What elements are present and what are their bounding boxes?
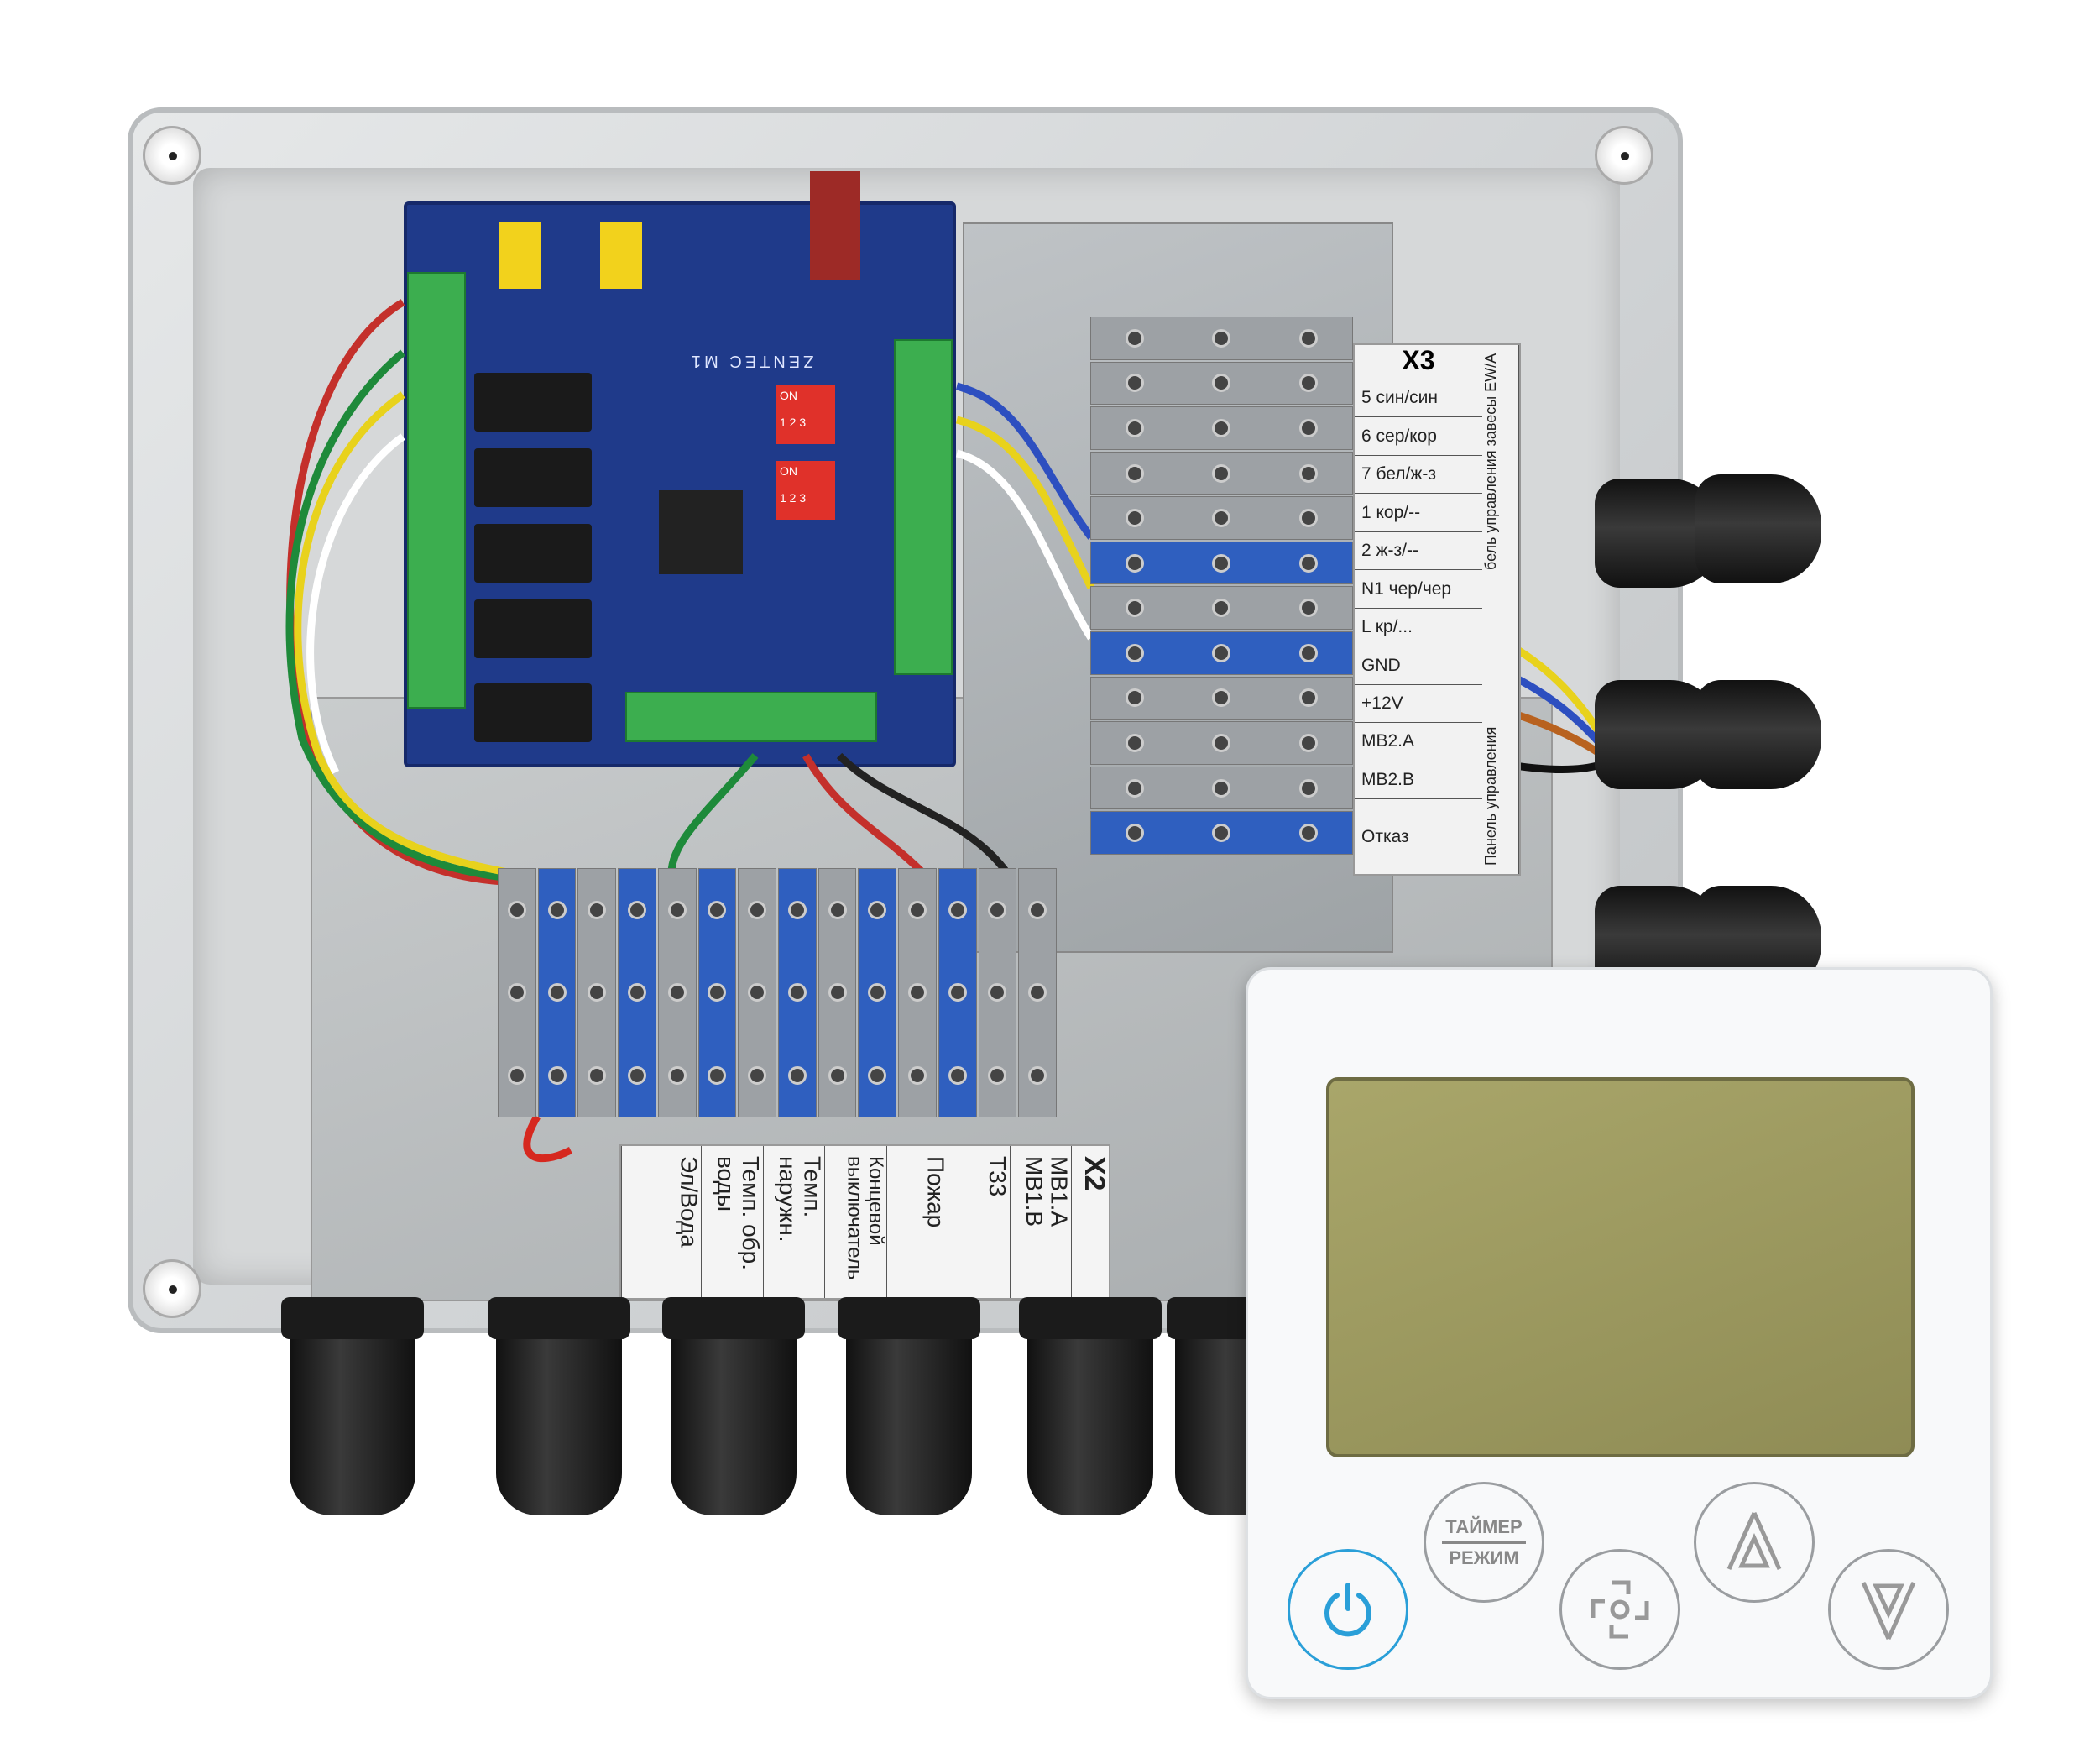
terminal xyxy=(738,868,777,1117)
terminal xyxy=(618,868,656,1117)
terminal xyxy=(778,868,817,1117)
x2-column: Темп. обр. воды xyxy=(701,1146,763,1298)
terminal xyxy=(1090,811,1353,855)
cable-gland xyxy=(281,1297,424,1515)
power-icon xyxy=(1324,1583,1371,1637)
x3-row: 7 бел/ж-з xyxy=(1355,454,1482,493)
relay xyxy=(474,683,592,742)
x2-column: Эл/Вода xyxy=(621,1146,701,1298)
capacitor xyxy=(600,222,642,289)
pcb-terminal-right xyxy=(894,339,953,675)
microcontroller xyxy=(659,490,743,574)
x3-row: 6 сер/кор xyxy=(1355,416,1482,454)
corner-screw xyxy=(143,1259,201,1318)
terminal xyxy=(978,868,1017,1117)
x2-label-sheet: X2 MB1.A MB1.B Т33 Пожар Концевой выключ… xyxy=(619,1144,1110,1300)
relay xyxy=(474,373,592,432)
timer-mode-button[interactable]: ТАЙМЕР РЕЖИМ xyxy=(1424,1482,1544,1603)
terminal xyxy=(1090,496,1353,540)
power-button[interactable] xyxy=(1288,1549,1408,1670)
x2-title: X2 xyxy=(1071,1146,1109,1298)
x3-row: 1 кор/-- xyxy=(1355,493,1482,531)
fuse xyxy=(810,171,860,280)
relay xyxy=(474,599,592,658)
fan-icon xyxy=(1591,1580,1649,1639)
terminal xyxy=(1090,451,1353,495)
terminal xyxy=(1090,721,1353,765)
terminal xyxy=(1090,586,1353,631)
x3-side-top: бель управления завесы EW/A xyxy=(1482,353,1499,571)
x3-row: MB2.B xyxy=(1355,760,1482,798)
cable-gland xyxy=(1695,474,1821,583)
cable-gland xyxy=(1019,1297,1162,1515)
x3-row: Отказ xyxy=(1355,798,1482,874)
x3-label-sheet: X3 5 син/син 6 сер/кор 7 бел/ж-з 1 кор/-… xyxy=(1353,343,1521,876)
triangle-down-icon xyxy=(1861,1581,1916,1640)
terminal xyxy=(898,868,937,1117)
x3-row: N1 чер/чер xyxy=(1355,569,1482,607)
terminal xyxy=(498,868,536,1117)
down-button[interactable] xyxy=(1828,1549,1949,1670)
x3-title: X3 xyxy=(1402,345,1435,375)
terminal-block-x2 xyxy=(498,868,1058,1117)
pcb-terminal-left xyxy=(407,272,466,709)
x3-side-bottom: Панель управления xyxy=(1482,726,1499,866)
x2-column: Т33 xyxy=(948,1146,1010,1298)
terminal xyxy=(1090,676,1353,720)
lcd-display xyxy=(1326,1077,1915,1457)
x2-column: MB1.A MB1.B xyxy=(1009,1146,1071,1298)
mode-label: РЕЖИМ xyxy=(1449,1546,1519,1568)
terminal xyxy=(1090,766,1353,810)
terminal xyxy=(657,868,697,1117)
x2-column: Темп. наружн. xyxy=(762,1146,824,1298)
terminal xyxy=(938,868,977,1117)
x3-row: +12V xyxy=(1355,683,1482,722)
x3-row: 5 син/син xyxy=(1355,379,1482,416)
corner-screw xyxy=(1595,126,1653,185)
terminal xyxy=(1090,317,1353,360)
triangle-up-icon xyxy=(1726,1511,1782,1571)
cable-gland xyxy=(488,1297,630,1515)
terminal xyxy=(1090,541,1353,585)
terminal xyxy=(1090,361,1353,406)
corner-screw xyxy=(143,126,201,185)
terminal xyxy=(1018,868,1058,1117)
terminal xyxy=(537,868,577,1117)
terminal xyxy=(818,868,857,1117)
cable-gland xyxy=(838,1297,980,1515)
pcb-terminal-bottom xyxy=(625,692,877,742)
relay xyxy=(474,448,592,507)
x3-row: GND xyxy=(1355,646,1482,683)
terminal xyxy=(577,868,617,1117)
up-button[interactable] xyxy=(1694,1482,1815,1603)
fan-button[interactable] xyxy=(1559,1549,1680,1670)
cable-gland xyxy=(662,1297,805,1515)
x3-side-labels: Панель управления бель управления завесы… xyxy=(1482,345,1519,874)
timer-label: ТАЙМЕР xyxy=(1445,1515,1523,1537)
x2-column: Пожар xyxy=(885,1146,948,1298)
terminal xyxy=(1090,406,1353,450)
relay xyxy=(474,524,592,583)
capacitor xyxy=(499,222,541,289)
terminal xyxy=(1090,631,1353,675)
terminal xyxy=(858,868,897,1117)
x3-row: MB2.A xyxy=(1355,722,1482,760)
x3-row: L кр/... xyxy=(1355,607,1482,646)
terminal xyxy=(697,868,737,1117)
x2-column: Концевой выключатель xyxy=(824,1146,886,1298)
terminal-block-x3 xyxy=(1090,317,1353,855)
cable-gland xyxy=(1695,680,1821,789)
divider xyxy=(1442,1541,1526,1544)
x3-row: 2 ж-з/-- xyxy=(1355,531,1482,569)
